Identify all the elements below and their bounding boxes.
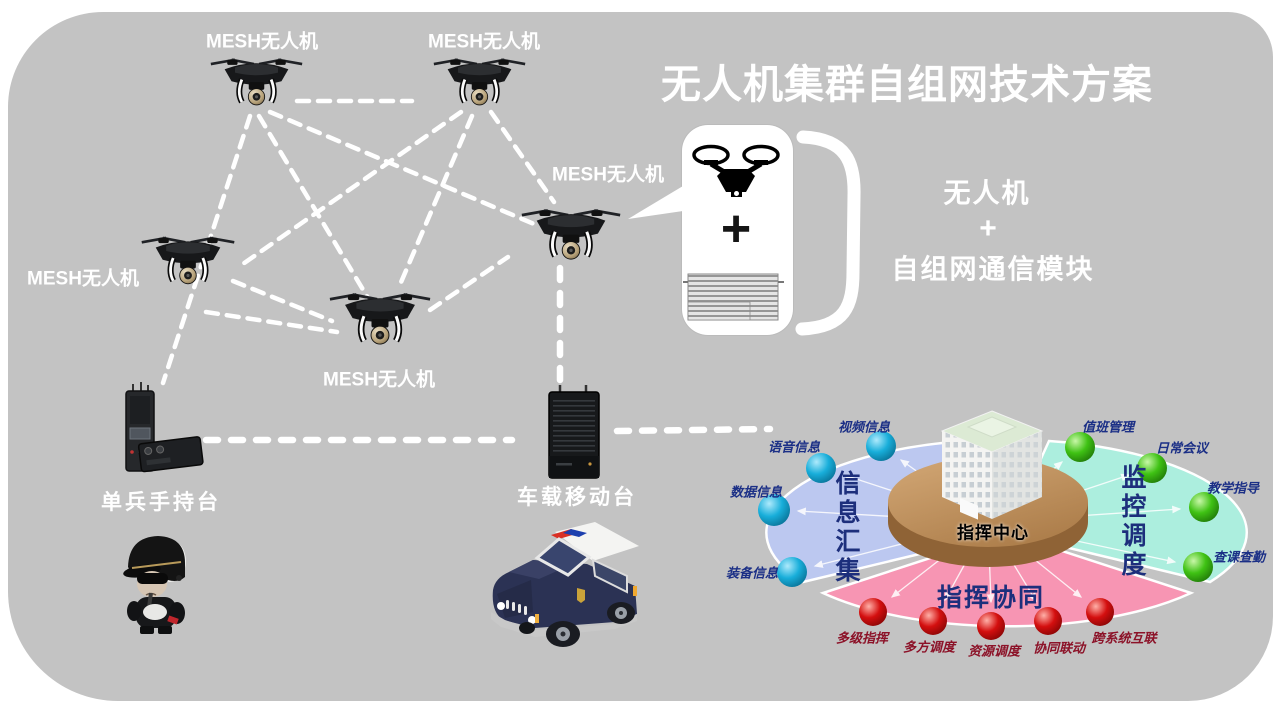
mesh-drone-4-label: MESH无人机 — [323, 369, 435, 391]
mesh-drone-3-label: MESH无人机 — [27, 268, 139, 290]
callout-caption-plus: + — [979, 212, 997, 245]
info-item-data: 数据信息 — [729, 484, 783, 500]
monitor-item-check: 查课查勤 — [1212, 549, 1266, 565]
callout-caption-line1: 无人机 — [943, 178, 1031, 209]
monitor-item-teach: 教学指导 — [1206, 480, 1260, 496]
coord-item-resource: 资源调度 — [967, 643, 1021, 659]
coord-item-multiparty: 多方调度 — [902, 639, 956, 655]
monitor-item-duty: 值班管理 — [1081, 419, 1135, 435]
mesh-drone-2-label: MESH无人机 — [428, 31, 540, 53]
info-item-video: 视频信息 — [837, 419, 891, 435]
sector-info-title: 信息汇集 — [832, 470, 860, 586]
sector-monitor-title: 监控调度 — [1118, 464, 1146, 580]
background-panel — [8, 12, 1273, 701]
coord-item-multilevel: 多级指挥 — [835, 630, 889, 646]
callout-caption-line2: 自组网通信模块 — [891, 254, 1095, 285]
monitor-item-meeting: 日常会议 — [1155, 440, 1209, 456]
info-item-equip: 装备信息 — [725, 565, 779, 581]
handheld-station-label: 单兵手持台 — [101, 491, 221, 514]
vehicle-station-label: 车载移动台 — [517, 486, 637, 509]
sector-coord-title: 指挥协同 — [936, 584, 1046, 612]
page-title: 无人机集群自组网技术方案 — [661, 63, 1153, 107]
mesh-drone-5-label: MESH无人机 — [552, 164, 664, 186]
info-item-voice: 语音信息 — [767, 439, 821, 455]
coord-item-linkage: 协同联动 — [1032, 640, 1086, 656]
mesh-drone-1-label: MESH无人机 — [206, 31, 318, 53]
command-center-label: 指挥中心 — [957, 523, 1029, 543]
coord-item-crosssys: 跨系统互联 — [1091, 630, 1157, 646]
card-plus-sign: + — [720, 200, 752, 258]
